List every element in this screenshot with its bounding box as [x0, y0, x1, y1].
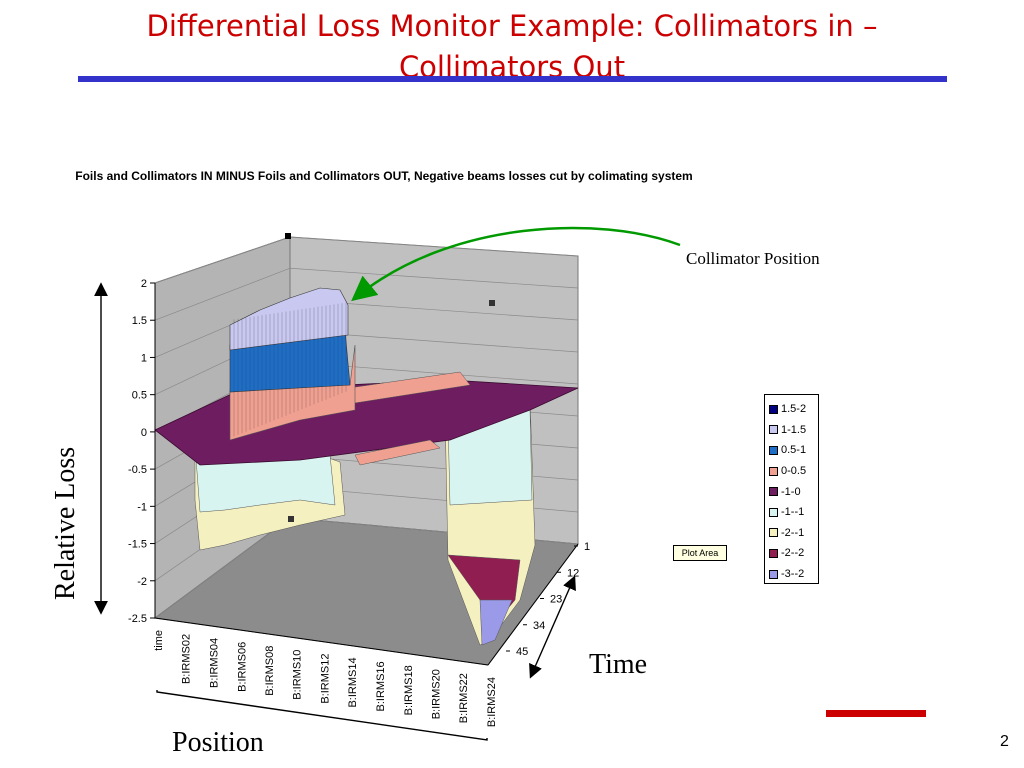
legend-item[interactable]: 0.5-1 — [769, 440, 818, 461]
time-arrow — [529, 575, 576, 679]
position-bracket — [156, 690, 488, 741]
collimator-arrow — [351, 226, 681, 302]
x-tick-label: B:IRMS12 — [320, 654, 332, 704]
legend-item[interactable]: -3--2 — [769, 564, 818, 585]
x-tick-label: B:IRMS10 — [292, 650, 304, 700]
page-number: 2 — [1000, 733, 1009, 750]
handle-mid-left[interactable] — [288, 516, 294, 522]
x-tick-label: B:IRMS24 — [486, 677, 498, 727]
legend-label: -2--1 — [781, 526, 805, 539]
gridline — [154, 267, 579, 321]
handle-top-left[interactable] — [285, 233, 291, 239]
slide-accent-bar — [826, 710, 926, 717]
legend-item[interactable]: -1-0 — [769, 481, 818, 502]
z-tick-label: 1 — [141, 352, 147, 364]
x-tick-label: B:IRMS04 — [209, 638, 221, 688]
surface — [154, 287, 579, 646]
peak-lavender — [229, 287, 349, 351]
legend-swatch — [769, 569, 778, 579]
legend-swatch — [769, 487, 778, 497]
z-tick-label: 0 — [141, 427, 147, 439]
z-tick-label: 1.5 — [132, 315, 147, 327]
x-tick-label: B:IRMS06 — [236, 642, 248, 692]
chart-title: Foils and Collimators IN MINUS Foils and… — [75, 169, 693, 183]
depth-tick-label: 34 — [533, 620, 545, 632]
peak-stripes — [233, 302, 347, 437]
x-tick-label: B:IRMS02 — [181, 634, 193, 684]
collimator-position-label: Collimator Position — [686, 249, 820, 268]
legend-swatch — [769, 507, 778, 517]
legend-swatch — [769, 548, 778, 558]
legend-label: 0.5-1 — [781, 444, 807, 457]
x-tick-label: B:IRMS08 — [264, 646, 276, 696]
title-rule — [78, 76, 947, 82]
x-tick-label: B:IRMS14 — [347, 657, 359, 707]
handle-mid-right[interactable] — [489, 300, 495, 306]
trough-right-lavender — [479, 599, 513, 646]
x-tick-label: B:IRMS16 — [375, 661, 387, 711]
legend-item[interactable]: 1-1.5 — [769, 420, 818, 441]
legend-label: -2--2 — [781, 547, 805, 560]
legend-label: -1-0 — [781, 485, 801, 498]
legend-label: -1--1 — [781, 506, 805, 519]
relative-loss-label: Relative Loss — [50, 446, 81, 600]
legend-swatch — [769, 404, 778, 414]
z-tick-label: -2 — [137, 576, 147, 588]
depth-tick-label: 45 — [516, 646, 528, 658]
legend-label: -3--2 — [781, 568, 805, 581]
position-label: Position — [172, 727, 264, 758]
z-tick-label: 0.5 — [132, 390, 147, 402]
x-tick-label: B:IRMS20 — [431, 669, 443, 719]
legend-label: 0-0.5 — [781, 465, 807, 478]
depth-tick-label: 23 — [550, 594, 562, 606]
x-tick-label: time — [153, 630, 165, 651]
legend-swatch — [769, 466, 778, 476]
legend-swatch — [769, 425, 778, 435]
z-tick-label: -1.5 — [128, 539, 147, 551]
slide-title: Differential Loss Monitor Example: Colli… — [146, 9, 878, 84]
z-tick-label: 2 — [141, 278, 147, 290]
legend-label: 1-1.5 — [781, 423, 807, 436]
depth-tick-label: 1 — [584, 541, 590, 553]
legend-item[interactable]: 1.5-2 — [769, 399, 818, 420]
legend-swatch — [769, 445, 778, 455]
time-label: Time — [589, 649, 648, 680]
z-tick-label: -2.5 — [128, 613, 147, 625]
z-tick-label: -1 — [137, 501, 147, 513]
depth-tick-label: 12 — [567, 567, 579, 579]
legend-item[interactable]: -1--1 — [769, 502, 818, 523]
chart-legend[interactable]: 1.5-2 1-1.5 0.5-1 0-0.5 -1-0 -1--1 -2--1 -2--2 -… — [764, 394, 819, 584]
plot-area-tooltip: Plot Area — [673, 545, 727, 561]
legend-item[interactable]: -2--2 — [769, 543, 818, 564]
legend-item[interactable]: -2--1 — [769, 523, 818, 544]
legend-label: 1.5-2 — [781, 403, 807, 416]
legend-swatch — [769, 528, 778, 538]
legend-item[interactable]: 0-0.5 — [769, 461, 818, 482]
z-tick-label: -0.5 — [128, 464, 147, 476]
z-ticks: 2 1.5 1 0.5 0 -0.5 -1 -1.5 -2 -2.5 — [128, 278, 155, 625]
surface-ridge-salmon-2 — [354, 439, 441, 466]
x-axis — [154, 617, 489, 666]
x-tick-label: B:IRMS18 — [403, 665, 415, 715]
x-tick-label: B:IRMS22 — [458, 673, 470, 723]
